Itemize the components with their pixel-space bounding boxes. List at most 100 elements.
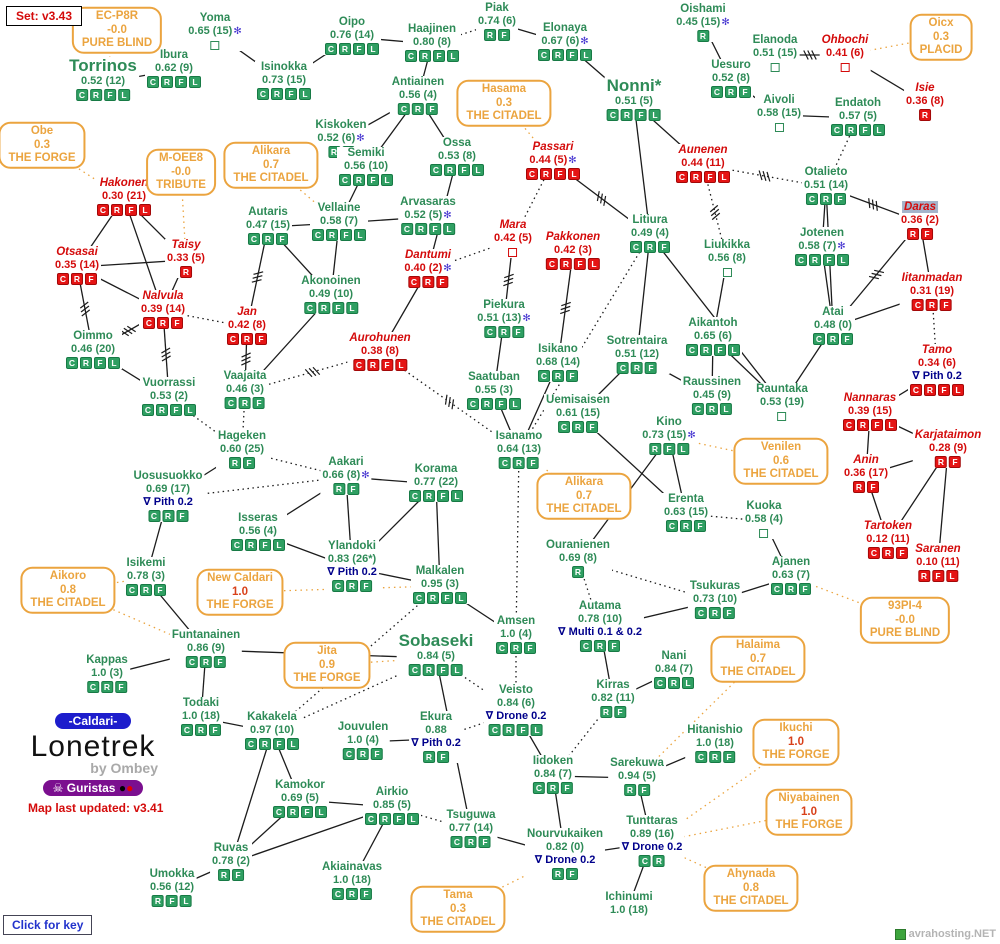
system-name: Saatuban xyxy=(468,371,520,383)
system-name: Jan xyxy=(237,306,257,318)
edge-Litiura-Isanamo xyxy=(518,234,651,452)
edge-Aurohunen-Isanamo-hatch xyxy=(448,396,451,408)
service-R-icon: R xyxy=(845,124,857,136)
service-C-icon: C xyxy=(245,738,257,750)
region-link-system: Jita xyxy=(317,644,337,657)
system-security-value: 0.84 (6) xyxy=(497,697,535,709)
service-C-icon: C xyxy=(617,362,629,374)
system-security-value: 0.66 (8)✻ xyxy=(322,469,370,481)
station-services: R xyxy=(906,109,944,121)
system-name: Autama xyxy=(578,600,622,612)
system-name: Sobaseki xyxy=(398,631,474,650)
hosting-watermark[interactable]: avrahosting.NET xyxy=(894,928,996,940)
service-R-icon: R xyxy=(497,326,510,338)
service-F-icon: F xyxy=(704,171,716,183)
service-C-icon: C xyxy=(843,419,855,431)
service-C-icon: C xyxy=(66,357,78,369)
deadspace-complex-label: ∇ Drone 0.2 xyxy=(621,841,683,853)
system-security-value: 0.48 (0) xyxy=(814,319,852,331)
system-name: Ruvas xyxy=(213,842,249,854)
system-name: Karjataimon xyxy=(914,429,982,441)
system-security-value: 0.49 (4) xyxy=(631,227,669,239)
system-security-value: 0.51 (15) xyxy=(752,47,798,59)
service-R-icon: R xyxy=(179,266,192,278)
guristas-dot-red: ● xyxy=(126,781,134,795)
service-L-icon: L xyxy=(394,359,407,371)
service-F-icon: F xyxy=(560,782,573,794)
system-name: Ossa xyxy=(442,137,472,149)
service-R-icon: R xyxy=(644,241,656,253)
region-link-system: Niyabainen xyxy=(778,791,840,804)
service-R-icon: R xyxy=(935,456,947,468)
map-author: by Ombey xyxy=(90,760,158,776)
service-F-icon: F xyxy=(154,584,166,596)
service-C-icon: C xyxy=(545,258,558,270)
system-security-value: 1.0 (4) xyxy=(347,734,379,746)
system-name: Sotrentaira xyxy=(606,335,668,347)
service-L-icon: L xyxy=(287,738,299,750)
region-link-region: THE FORGE xyxy=(293,671,361,684)
service-R-icon: R xyxy=(853,481,865,493)
system-name: Ekura xyxy=(420,711,452,723)
system-name: Isikano xyxy=(538,343,578,355)
system-security-value: 0.78 (2) xyxy=(212,855,250,867)
system-name: Rauntaka xyxy=(756,383,808,395)
service-R-icon: R xyxy=(502,724,515,736)
region-link-region: TRIBUTE xyxy=(156,178,206,191)
service-R-icon: R xyxy=(621,109,633,121)
service-L-icon: L xyxy=(718,171,730,183)
system-name: Aivoli xyxy=(763,94,795,106)
region-link-region: THE FORGE xyxy=(775,818,843,831)
system-security-value: 0.69 (8) xyxy=(559,552,597,564)
service-F-icon: F xyxy=(920,228,933,240)
edge-Passari-Litiura-hatch xyxy=(603,195,607,206)
service-R-icon: R xyxy=(241,333,253,345)
region-link-region: THE CITADEL xyxy=(720,665,796,678)
service-C-icon: C xyxy=(691,403,704,415)
edge-Ouranienen-Autama xyxy=(577,559,601,629)
service-F-icon: F xyxy=(273,738,285,750)
system-name: Ouranienen xyxy=(546,539,610,551)
click-for-key-button[interactable]: Click for key xyxy=(3,915,93,935)
system-name: Arvasaras xyxy=(400,196,456,208)
service-F-icon: F xyxy=(458,164,470,176)
system-security-value: 0.83 (26*) xyxy=(327,553,377,565)
service-C-icon: C xyxy=(303,302,316,314)
region-link-region: THE CITADEL xyxy=(30,596,106,609)
service-L-icon: L xyxy=(649,109,661,121)
region-link-security: -0.0 xyxy=(171,165,191,178)
region-link-security: 0.3 xyxy=(933,30,949,43)
system-security-value: 0.40 (2)✻ xyxy=(404,262,452,274)
edge-Pakkonen-Isikano-hatch xyxy=(560,305,571,311)
service-R-icon: R xyxy=(696,30,709,42)
service-L-icon: L xyxy=(315,806,327,818)
service-R-icon: R xyxy=(552,370,564,382)
system-security-value: 0.36 (17) xyxy=(843,467,889,479)
